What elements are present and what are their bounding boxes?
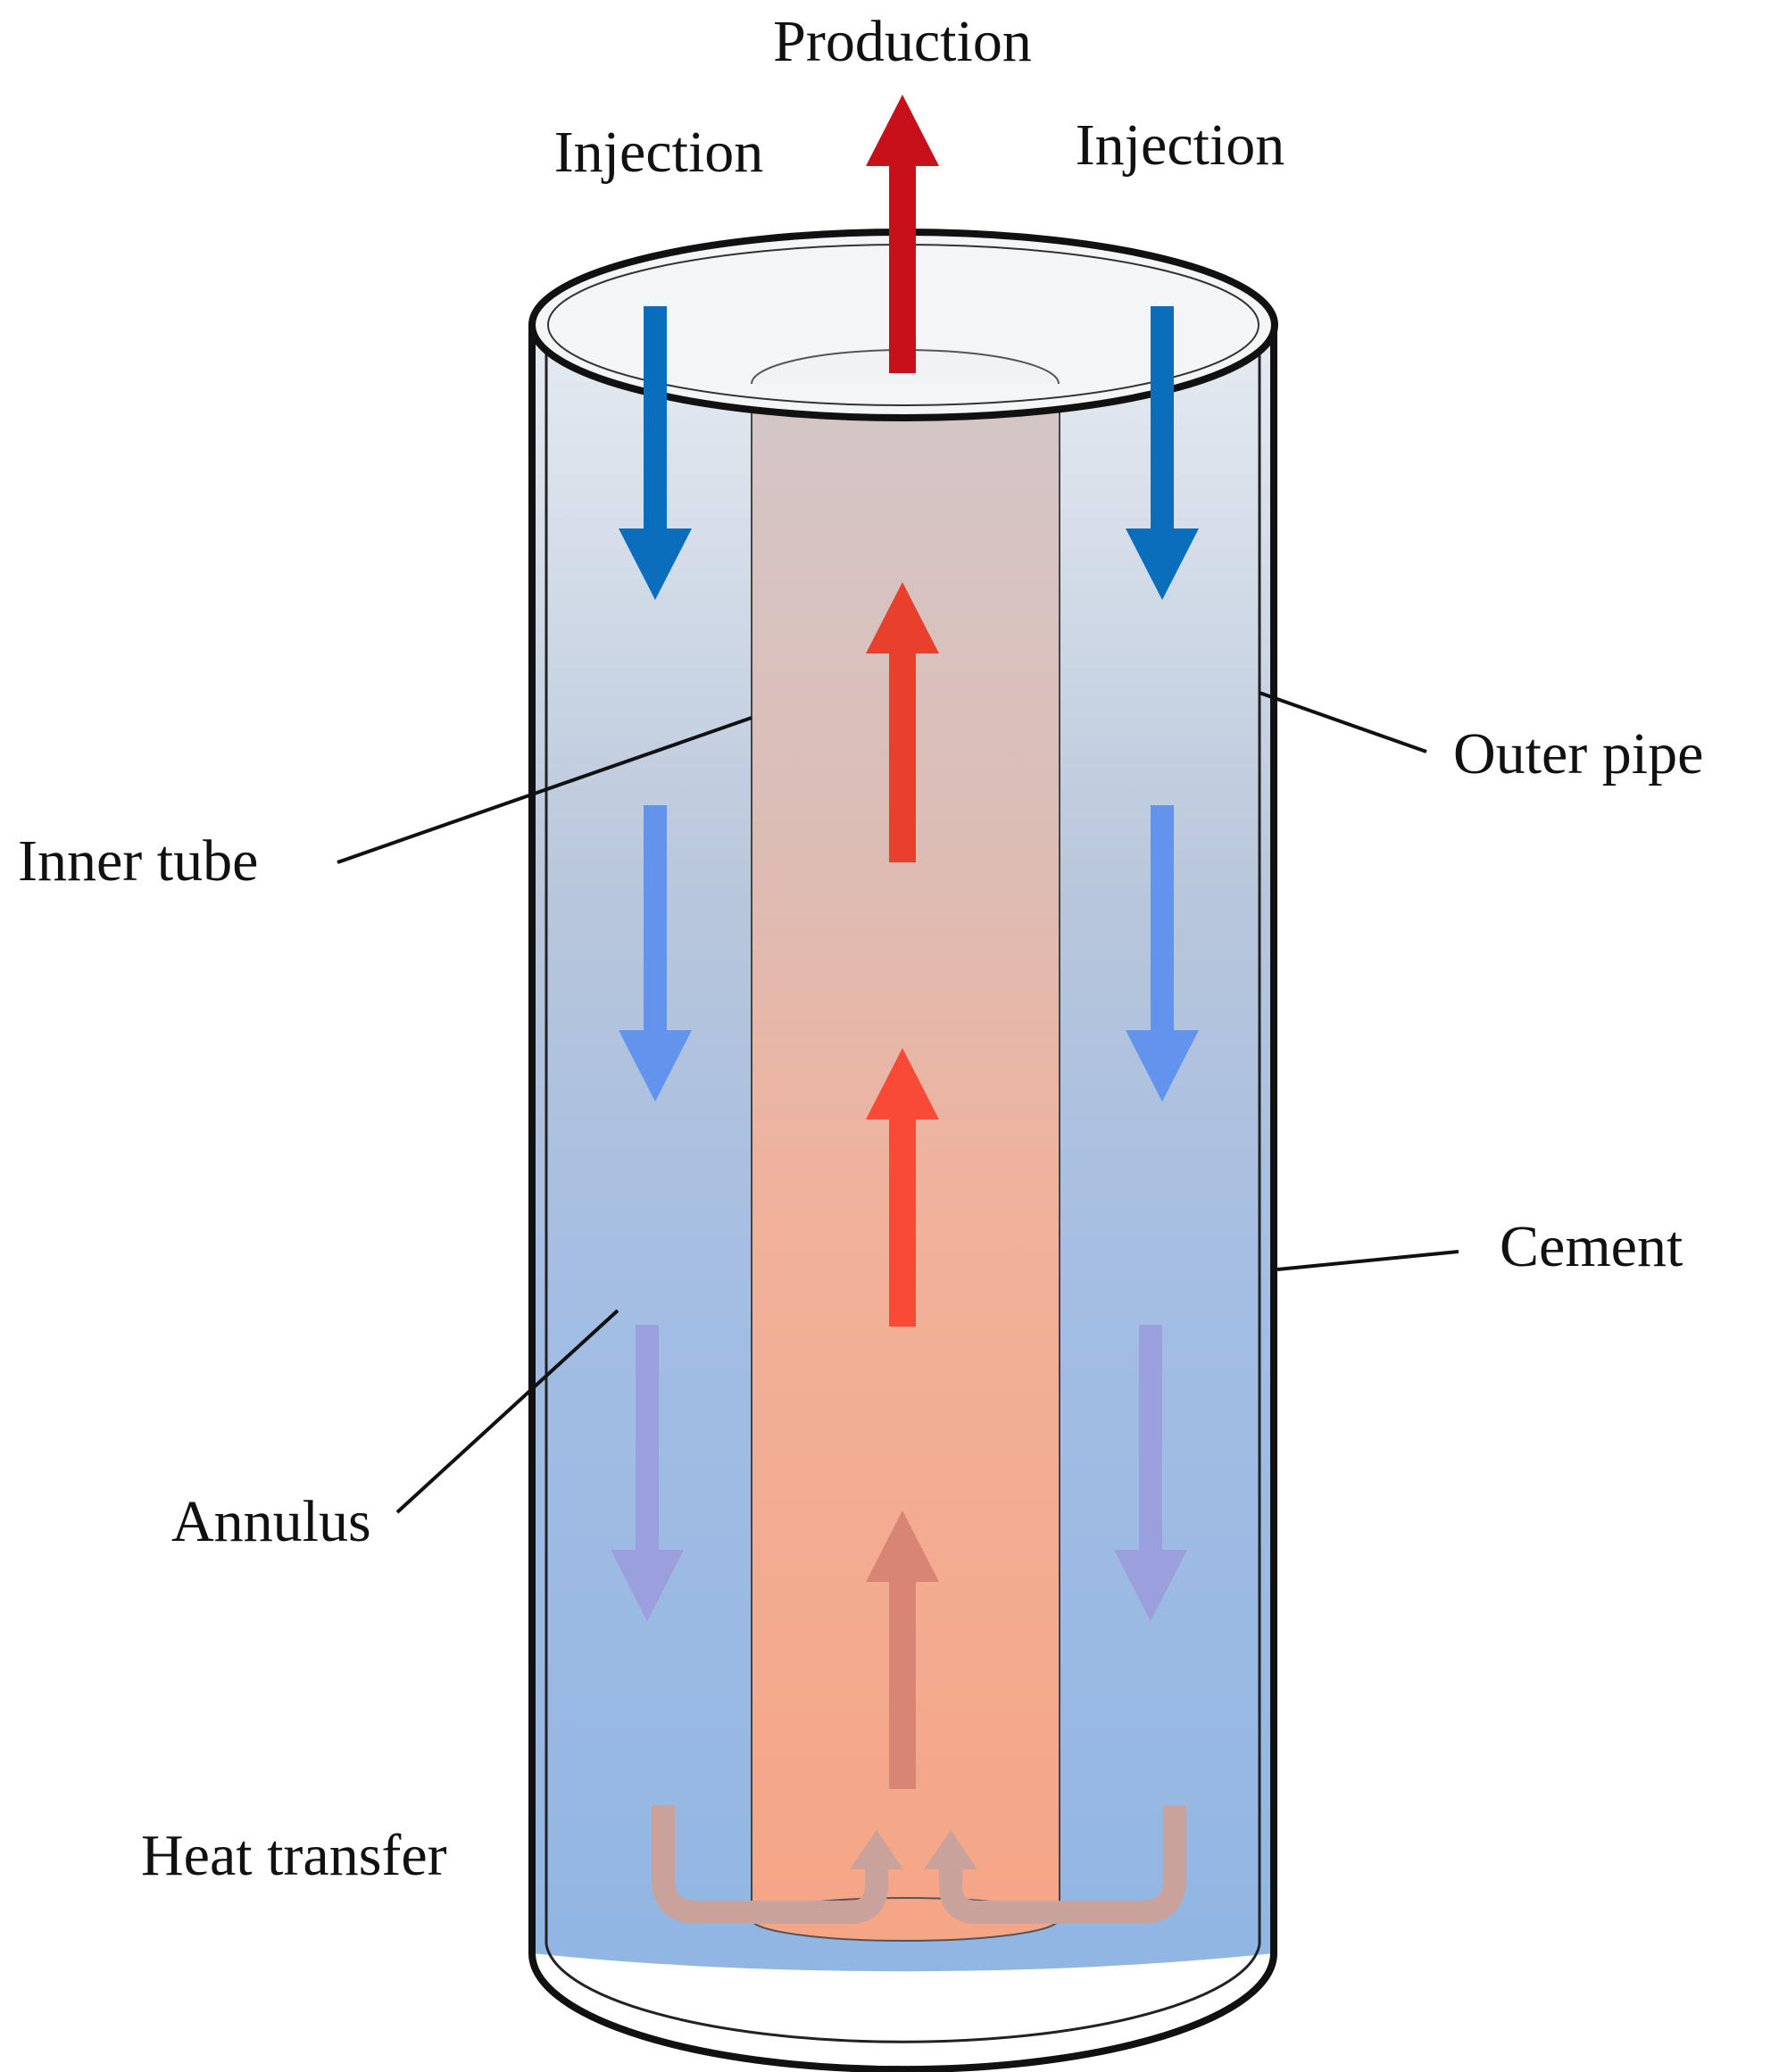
- annulus-label: Annulus: [171, 1489, 371, 1554]
- production-arrow-icon: [866, 95, 939, 373]
- heat-transfer-arrowhead-left-icon: [850, 1830, 903, 1869]
- heat-transfer-arrowhead-right-icon: [924, 1830, 977, 1869]
- inner-tube-leader: [337, 716, 752, 864]
- injection-arrow-left-icon: [619, 306, 692, 600]
- injection-label-left: Injection: [554, 120, 764, 185]
- annulus-leader: [395, 1309, 619, 1514]
- heat-transfer-arrow-left-icon: [652, 1805, 888, 1924]
- heat-transfer-label: Heat transfer: [141, 1823, 447, 1888]
- annulus-arrow-left-mid-icon: [619, 805, 692, 1102]
- inner-arrow-high-icon: [866, 582, 939, 862]
- cement-leader: [1276, 1250, 1459, 1271]
- cement-label: Cement: [1500, 1214, 1683, 1279]
- inner-tube-label: Inner tube: [18, 828, 258, 894]
- inner-arrow-mid-icon: [866, 1048, 939, 1327]
- outer-pipe-label: Outer pipe: [1453, 721, 1703, 786]
- leader-lines: [337, 691, 1459, 1514]
- outer-bottom-rim-inner: [545, 1943, 1261, 2043]
- inner-arrow-low-icon: [866, 1510, 939, 1789]
- injection-label-right: Injection: [1076, 112, 1285, 178]
- outer-pipe-leader: [1259, 691, 1427, 753]
- injection-arrow-right-icon: [1126, 306, 1199, 600]
- annulus-arrow-right-mid-icon: [1126, 805, 1199, 1102]
- annulus-arrow-left-low-icon: [611, 1325, 684, 1621]
- production-label: Production: [773, 9, 1032, 74]
- outer-bottom-rim: [528, 1952, 1277, 2072]
- annulus-arrow-right-low-icon: [1114, 1325, 1187, 1621]
- heat-transfer-arrows: [652, 1805, 1186, 1924]
- heat-transfer-arrow-right-icon: [939, 1805, 1186, 1924]
- outer-pipe-walls: [528, 325, 1277, 2072]
